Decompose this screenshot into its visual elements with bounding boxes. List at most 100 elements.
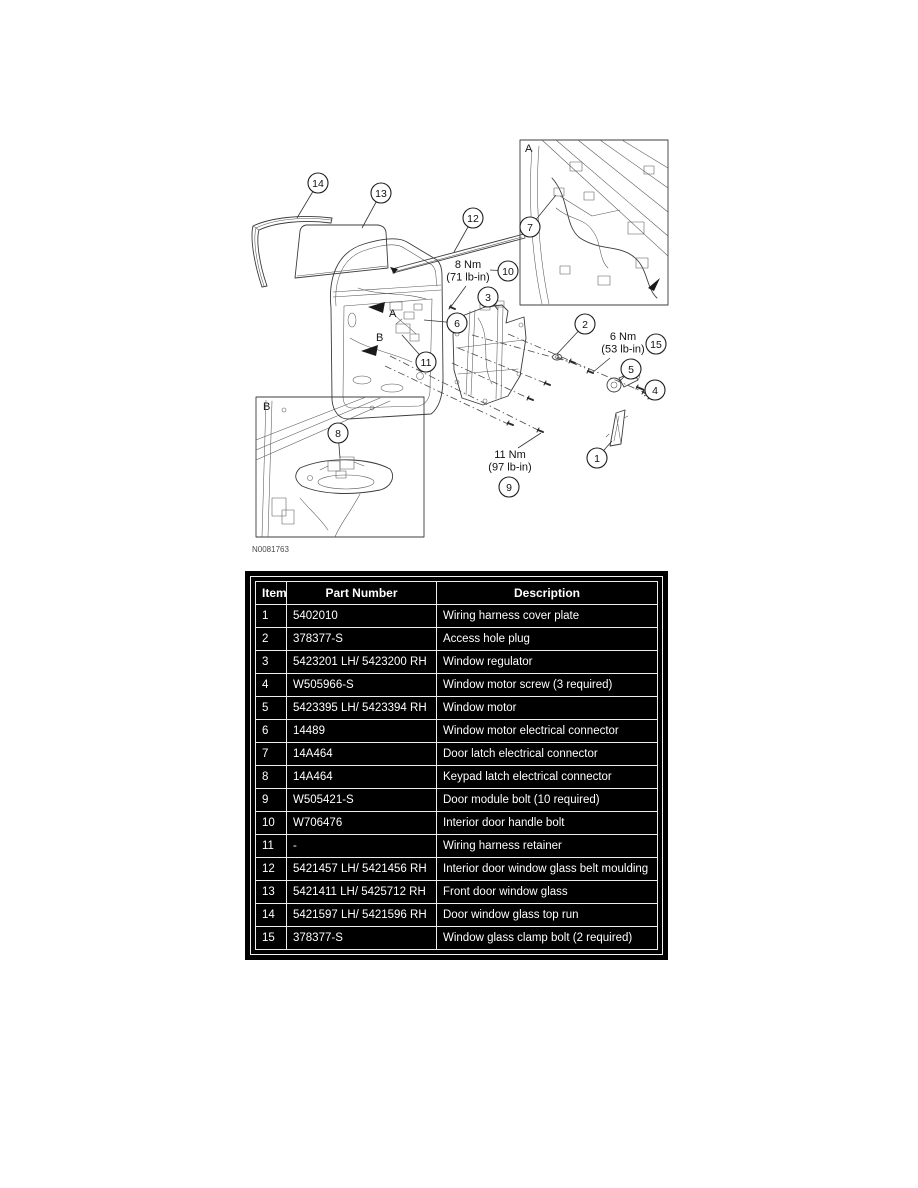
description-cell: Interior door window glass belt moulding <box>436 857 658 881</box>
svg-text:8 Nm(71 lb-in): 8 Nm(71 lb-in) <box>446 259 489 284</box>
item-cell: 1 <box>255 604 287 628</box>
torque-labels: 8 Nm(71 lb-in) 6 Nm(53 lb-in) 11 Nm(97 lb-… <box>446 259 644 474</box>
window-regulator-part <box>452 300 527 406</box>
door-panel-part <box>330 238 444 420</box>
part-number-cell: W505966-S <box>286 673 437 697</box>
door-label-a: A <box>389 308 397 320</box>
item-cell: 14 <box>255 903 287 927</box>
door-arrow-a: A <box>368 302 397 320</box>
part-number-cell: 5421411 LH/ 5425712 RH <box>286 880 437 904</box>
description-cell: Window motor screw (3 required) <box>436 673 658 697</box>
description-cell: Wiring harness cover plate <box>436 604 658 628</box>
svg-text:15: 15 <box>650 339 662 351</box>
item-cell: 4 <box>255 673 287 697</box>
part-number-cell: 5423201 LH/ 5423200 RH <box>286 650 437 674</box>
svg-text:6: 6 <box>454 318 460 330</box>
description-cell: Keypad latch electrical connector <box>436 765 658 789</box>
part-number-cell: 378377-S <box>286 627 437 651</box>
callout-4: 4 <box>644 379 666 401</box>
part-number-cell: 5423395 LH/ 5423394 RH <box>286 696 437 720</box>
svg-text:14: 14 <box>312 178 324 190</box>
item-cell: 13 <box>255 880 287 904</box>
svg-text:7: 7 <box>527 222 533 234</box>
inset-a-detail <box>530 139 669 305</box>
description-cell: Door module bolt (10 required) <box>436 788 658 812</box>
svg-text:4: 4 <box>652 385 658 397</box>
fastener-screws <box>448 304 594 433</box>
inset-b: B <box>255 396 425 538</box>
header-description: Description <box>436 581 658 605</box>
part-number-cell: - <box>286 834 437 858</box>
svg-text:8: 8 <box>335 428 341 440</box>
item-cell: 5 <box>255 696 287 720</box>
glass-top-run-part <box>251 216 333 288</box>
callout-15: 15 <box>645 333 667 355</box>
item-cell: 2 <box>255 627 287 651</box>
table-row: 11-Wiring harness retainer <box>255 834 658 858</box>
item-cell: 11 <box>255 834 287 858</box>
inset-a: A <box>519 139 669 306</box>
callout-1: 1 <box>586 447 608 469</box>
callout-7: 7 <box>519 216 541 238</box>
inset-b-label: B <box>263 401 270 413</box>
callout-10: 10 <box>497 260 519 282</box>
callout-2: 2 <box>574 313 596 335</box>
torque-11nm: 11 Nm(97 lb-in) <box>488 432 542 474</box>
part-number-cell: 5421597 LH/ 5421596 RH <box>286 903 437 927</box>
svg-text:11 Nm(97 lb-in): 11 Nm(97 lb-in) <box>488 449 531 474</box>
callout-3: 3 <box>477 286 499 308</box>
header-item: Item <box>255 581 287 605</box>
description-cell: Interior door handle bolt <box>436 811 658 835</box>
door-label-b: B <box>376 332 383 344</box>
figure-number: N0081763 <box>252 545 289 554</box>
part-number-cell: 5402010 <box>286 604 437 628</box>
item-cell: 3 <box>255 650 287 674</box>
svg-text:11: 11 <box>421 357 432 369</box>
item-cell: 9 <box>255 788 287 812</box>
header-part-number: Part Number <box>286 581 437 605</box>
cover-plate-part <box>605 409 629 447</box>
svg-text:5: 5 <box>628 364 634 376</box>
callout-12: 12 <box>462 207 484 229</box>
part-number-cell: 14A464 <box>286 742 437 766</box>
part-number-cell: W706476 <box>286 811 437 835</box>
exploded-diagram: A B <box>251 139 669 554</box>
svg-text:9: 9 <box>506 482 512 494</box>
description-cell: Window glass clamp bolt (2 required) <box>436 926 658 950</box>
callout-9: 9 <box>498 476 520 498</box>
description-cell: Door window glass top run <box>436 903 658 927</box>
description-cell: Front door window glass <box>436 880 658 904</box>
svg-text:10: 10 <box>502 266 514 278</box>
svg-text:3: 3 <box>485 292 491 304</box>
svg-text:6 Nm(53 lb-in): 6 Nm(53 lb-in) <box>601 331 644 356</box>
callout-11: 11 <box>415 351 437 373</box>
description-cell: Window regulator <box>436 650 658 674</box>
svg-text:12: 12 <box>467 213 479 225</box>
inset-a-label: A <box>525 143 533 155</box>
window-glass-part <box>294 224 389 279</box>
item-cell: 12 <box>255 857 287 881</box>
exploded-axes <box>384 333 649 431</box>
part-number-cell: 14489 <box>286 719 437 743</box>
callout-6: 6 <box>446 312 468 334</box>
svg-text:13: 13 <box>375 188 387 200</box>
callout-8: 8 <box>327 422 349 444</box>
item-cell: 6 <box>255 719 287 743</box>
callout-5: 5 <box>620 358 642 380</box>
part-number-cell: 14A464 <box>286 765 437 789</box>
description-cell: Door latch electrical connector <box>436 742 658 766</box>
description-cell: Window motor electrical connector <box>436 719 658 743</box>
